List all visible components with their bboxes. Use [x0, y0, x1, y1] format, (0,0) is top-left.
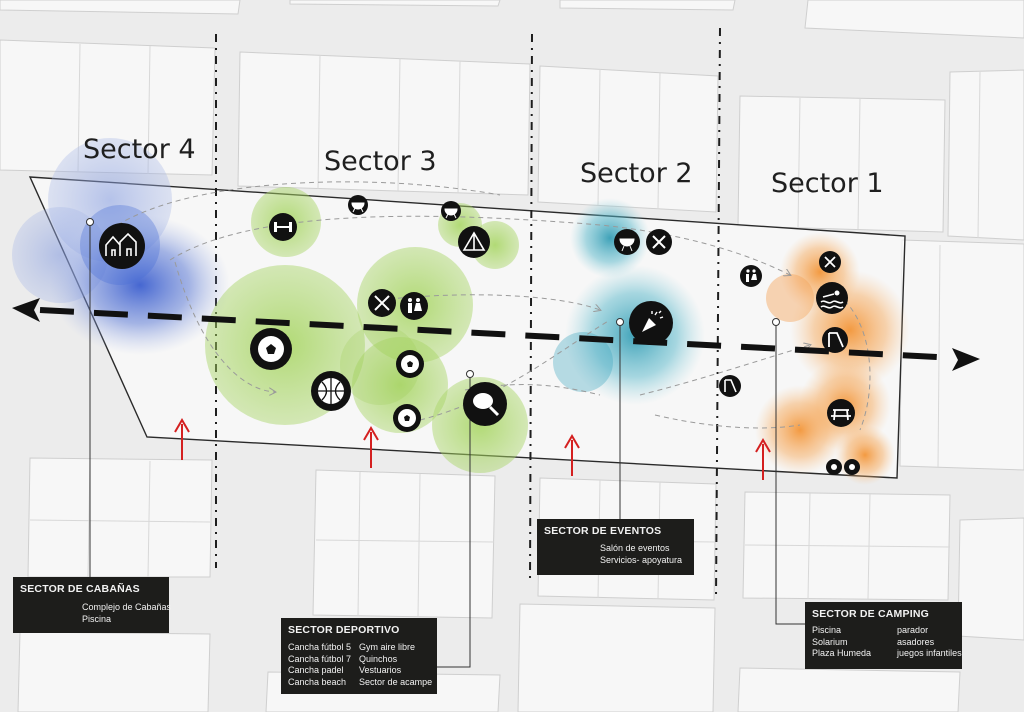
cabanas-item: Complejo de Cabañas: [82, 602, 172, 612]
camping-box-title: SECTOR DE CAMPING: [812, 608, 929, 620]
cabanas-label-box: SECTOR DE CABAÑAS Complejo de Cabañas Pi…: [13, 577, 172, 633]
deportivo-item: Cancha padel: [288, 665, 344, 675]
camping-item: Plaza Humeda: [812, 648, 872, 658]
access-arrow: [564, 434, 580, 476]
swimming-icon: [816, 282, 848, 314]
cabins-icon: [99, 223, 145, 269]
padel-racket-icon: [463, 382, 507, 426]
sector-2-title: Sector 2: [580, 158, 693, 189]
eventos-item: Salón de eventos: [600, 543, 670, 553]
deportivo-item: Cancha fútbol 7: [288, 653, 352, 664]
restroom-icon: [400, 292, 428, 320]
picnic-table-icon: [827, 399, 855, 427]
deportivo-box-title: SECTOR DEPORTIVO: [288, 624, 400, 636]
slide-icon: [719, 375, 741, 397]
eventos-box-title: SECTOR DE EVENTOS: [544, 525, 662, 537]
cabanas-zone: [12, 138, 230, 355]
eventos-item: Servicios- apoyatura: [600, 554, 683, 565]
sector-3-title: Sector 3: [324, 146, 437, 177]
circulation-paths: [109, 181, 871, 431]
soccer-ball-icon: [250, 328, 292, 370]
camping-item: parador: [897, 625, 929, 635]
dumbbell-icon: [269, 213, 297, 241]
playground-icon: [844, 459, 860, 475]
sector-4-title: Sector 4: [83, 134, 196, 165]
access-arrow: [363, 426, 379, 468]
deportivo-item: Cancha fútbol 5: [288, 642, 352, 652]
party-popper-icon: [629, 301, 673, 345]
slide-icon: [822, 327, 848, 353]
restroom-icon: [740, 265, 762, 287]
access-arrows: [174, 418, 771, 480]
sector-1-title: Sector 1: [771, 168, 884, 199]
restaurant-icon: [368, 289, 396, 317]
soccer-ball-icon: [396, 350, 424, 378]
camping-item: Solarium: [812, 636, 848, 647]
deportivo-item: Sector de acampe: [359, 676, 433, 687]
deportivo-item: Quinchos: [359, 653, 398, 664]
access-arrow: [755, 438, 771, 480]
grill-icon: [614, 229, 640, 255]
access-arrow: [174, 418, 190, 460]
deportivo-item: Vestuarios: [359, 665, 402, 675]
camping-item: juegos infantiles: [897, 648, 962, 658]
deportivo-item: Gym aire libre: [359, 642, 416, 652]
camping-label-box: SECTOR DE CAMPING Piscina Solarium Plaza…: [805, 602, 962, 669]
cabanas-box-title: SECTOR DE CABAÑAS: [20, 583, 140, 595]
restaurant-icon: [819, 251, 841, 273]
main-axis-arrow[interactable]: [12, 298, 980, 371]
soccer-ball-icon: [393, 404, 421, 432]
restaurant-icon: [646, 229, 672, 255]
cabanas-item: Piscina: [82, 613, 112, 624]
camping-item: asadores: [897, 636, 935, 647]
deportivo-item: Cancha beach: [288, 676, 347, 687]
camping-item: Piscina: [812, 625, 842, 635]
deportivo-label-box: SECTOR DEPORTIVO Cancha fútbol 5 Cancha …: [281, 618, 437, 694]
basketball-icon: [311, 371, 351, 411]
leader-lines: [86, 218, 805, 668]
grill-icon: [348, 195, 368, 215]
eventos-label-box: SECTOR DE EVENTOS Salón de eventos Servi…: [537, 519, 694, 575]
playground-icon: [826, 459, 842, 475]
tent-icon: [458, 226, 490, 258]
grill-icon: [441, 201, 461, 221]
